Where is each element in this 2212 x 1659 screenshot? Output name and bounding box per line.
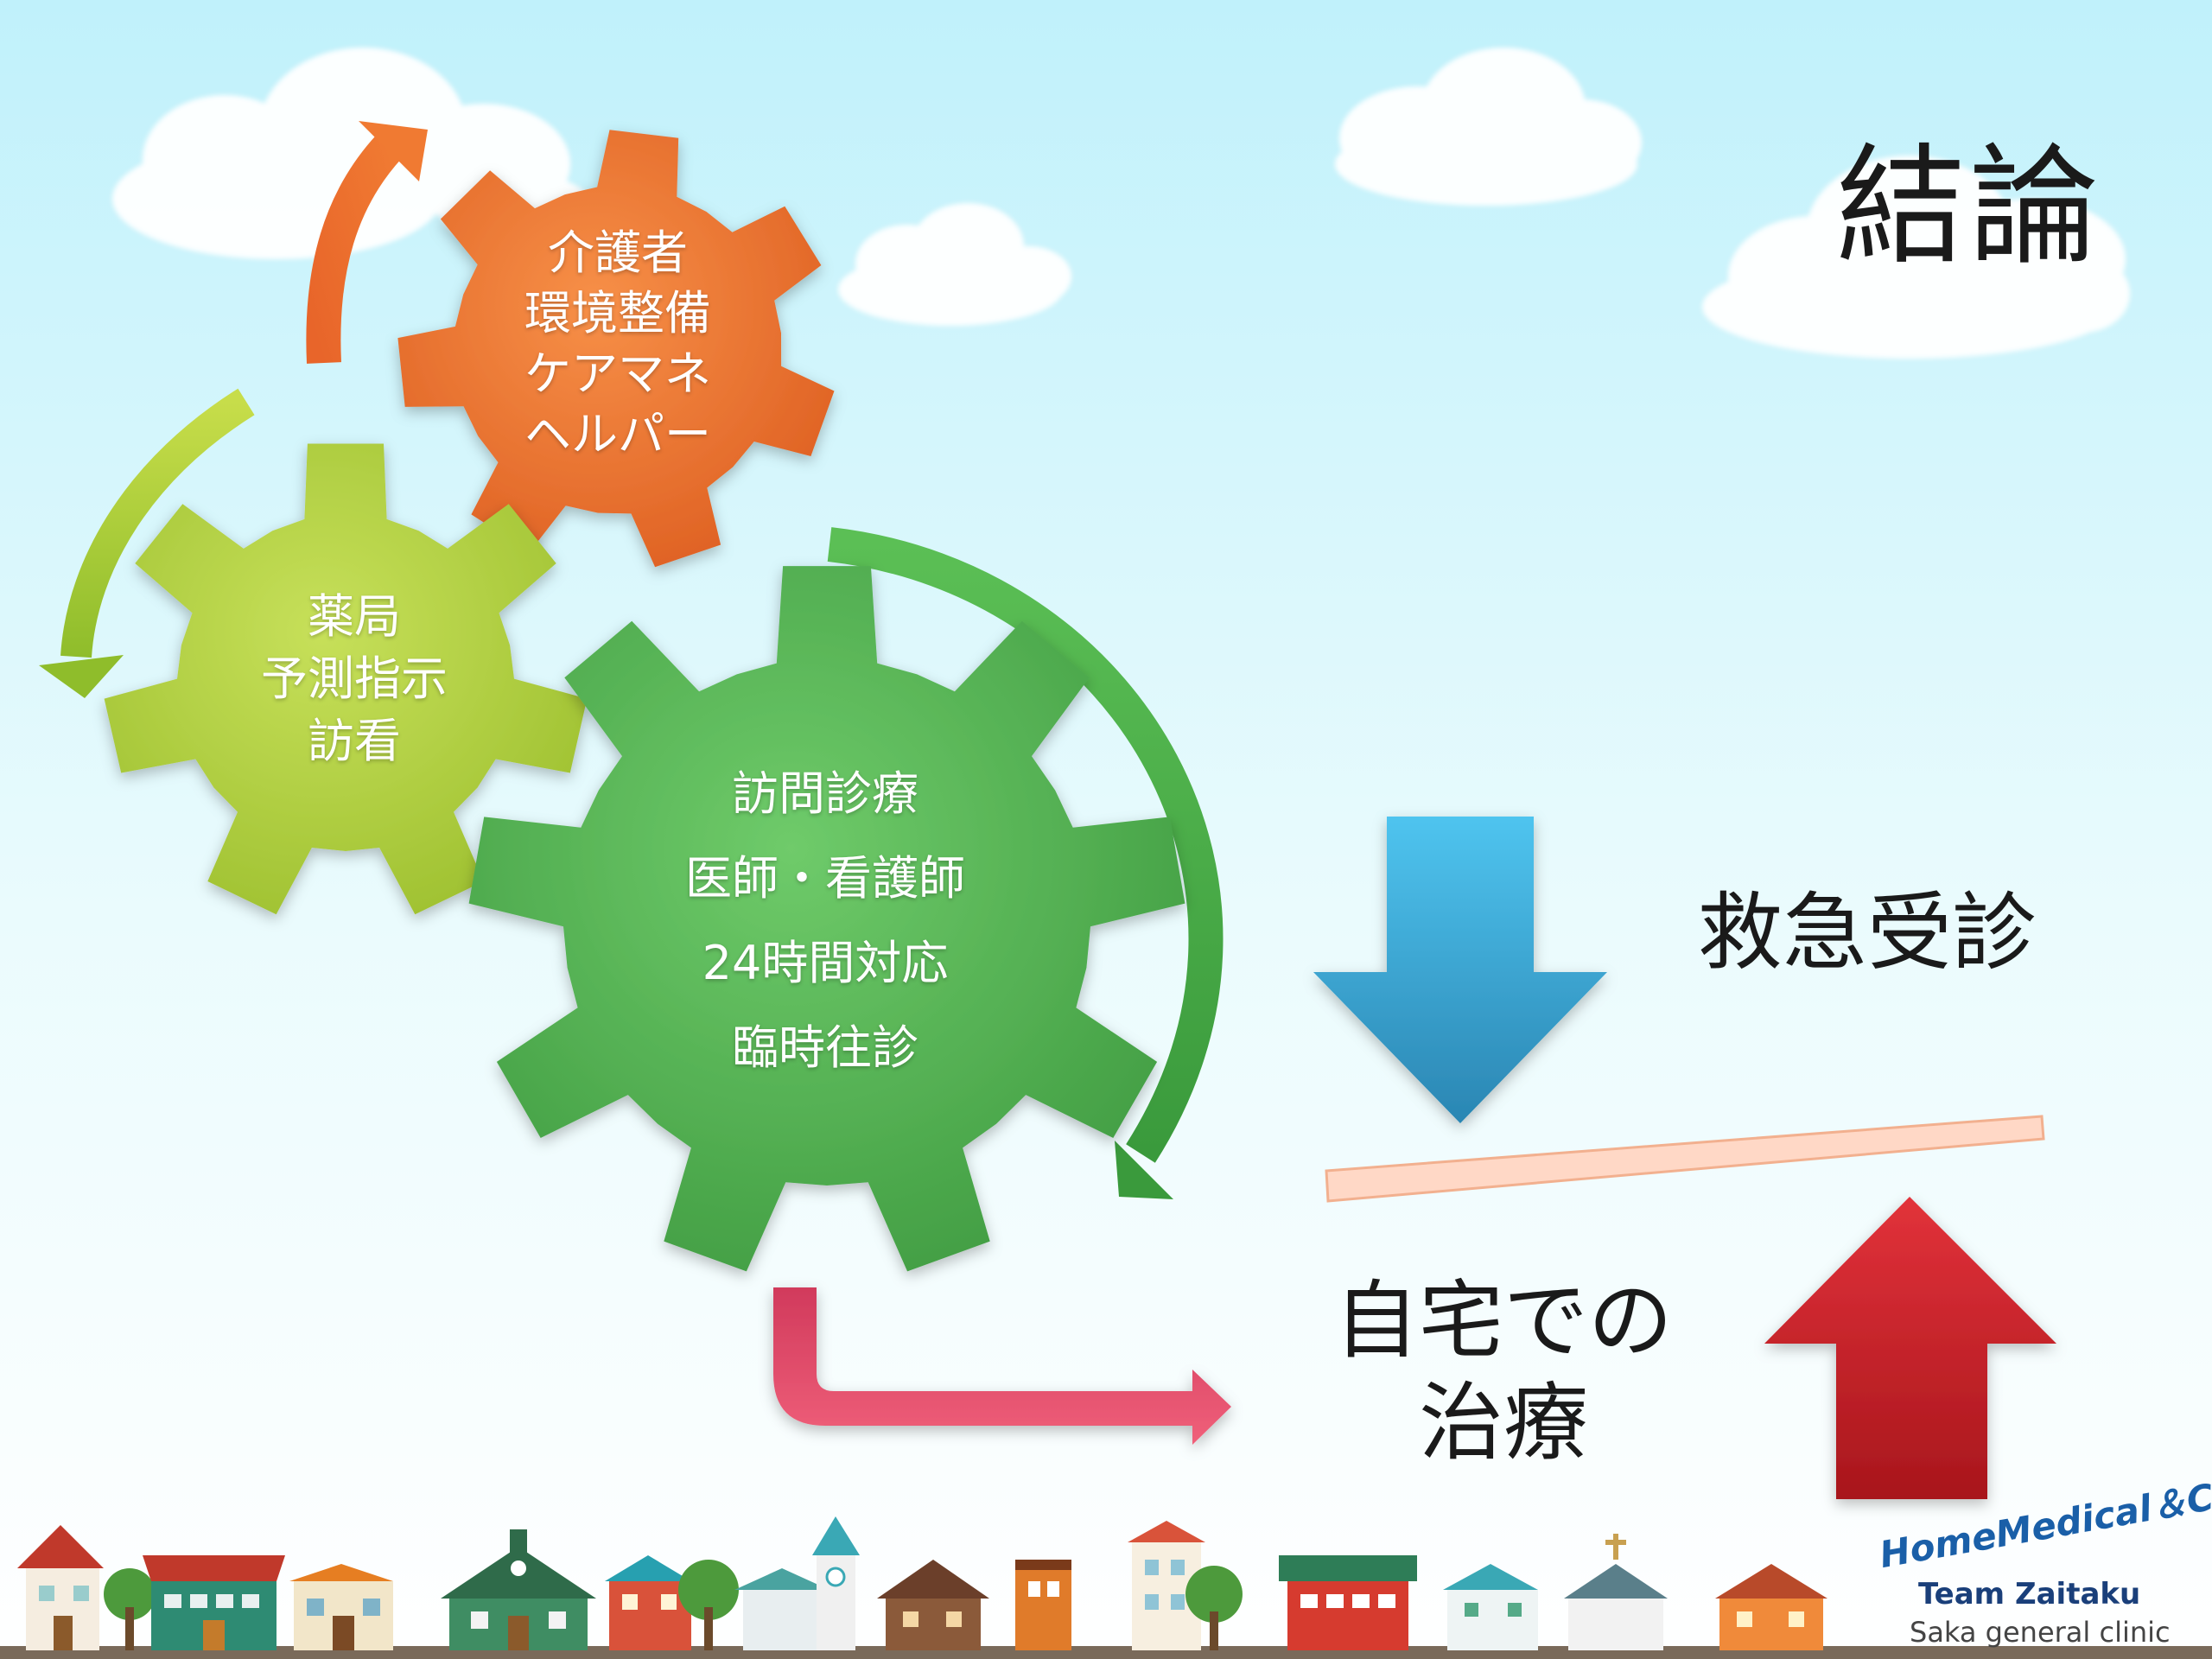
- gear-lime-line: 訪看: [308, 714, 401, 768]
- gear-orange-line: ケアマネ: [524, 346, 711, 401]
- home-treatment-label: 自宅での 治療: [1331, 1270, 1676, 1474]
- gear-orange-text: 介護者 環境整備 ケアマネ ヘルパー: [480, 223, 756, 465]
- emergency-visit-label: 救急受診: [1698, 884, 2037, 982]
- gear-lime-line: 予測指示: [261, 652, 448, 706]
- gear-orange: [397, 130, 835, 568]
- logo-line3: Saka general clinic: [1910, 1616, 2171, 1649]
- gear-orange-line: 環境整備: [524, 286, 711, 340]
- arrow-down-blue: [1313, 817, 1607, 1123]
- clinic-logo: HomeMedical＆Care Team Zaitaku Saka gener…: [1866, 1464, 2212, 1659]
- gear-green: [468, 566, 1185, 1272]
- gear-green-line: 訪問診療: [732, 766, 918, 821]
- home-treatment-line: 自宅での: [1333, 1272, 1673, 1370]
- logo-line2: Team Zaitaku: [1918, 1577, 2141, 1611]
- cloud-middle: [838, 203, 1071, 326]
- gear-lime-text: 薬局 予測指示 訪看: [225, 586, 484, 772]
- balance-bar: [1325, 1115, 2045, 1203]
- arrow-pink-L: [773, 1287, 1231, 1445]
- cloud-upper-right: [1335, 48, 1642, 206]
- gear-green-text: 訪問診療 医師・看護師 24時間対応 臨時往診: [635, 752, 1015, 1090]
- slide-title: 結論: [1836, 132, 2103, 283]
- gear-green-line: 医師・看護師: [685, 851, 965, 906]
- gear-orange-line: ヘルパー: [524, 407, 711, 461]
- arrow-orange-curve: [306, 121, 428, 364]
- cloud-right: [1702, 156, 2130, 359]
- gear-green-line: 24時間対応: [702, 936, 949, 990]
- gear-green-line: 臨時往診: [732, 1020, 918, 1075]
- arrow-up-red: [1764, 1197, 2056, 1499]
- arrow-lime-curve: [39, 388, 255, 698]
- arrow-green-curve: [827, 527, 1224, 1199]
- gear-orange-line: 介護者: [548, 226, 688, 280]
- gear-lime-line: 薬局: [308, 589, 401, 644]
- gear-lime: [104, 443, 588, 915]
- home-treatment-line: 治療: [1418, 1374, 1588, 1472]
- town-illustration: [0, 1516, 2212, 1659]
